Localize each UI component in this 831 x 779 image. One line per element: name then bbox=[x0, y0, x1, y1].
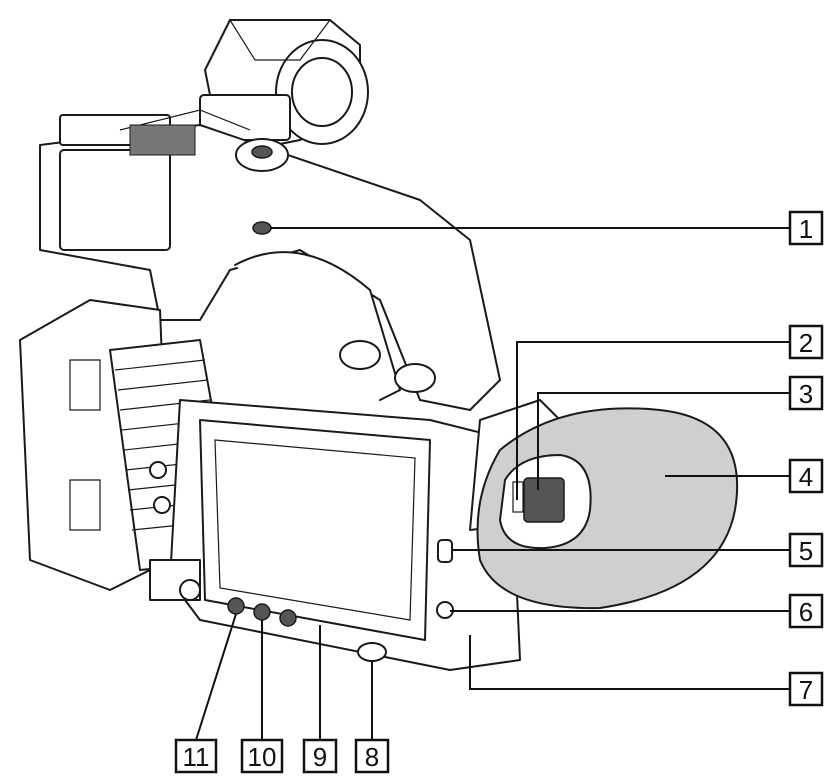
callout-10: 10 bbox=[240, 738, 284, 774]
leader-3 bbox=[537, 392, 790, 490]
camera-body bbox=[149, 399, 521, 671]
callout-11-label: 11 bbox=[183, 742, 210, 772]
leader-7 bbox=[469, 635, 790, 690]
callout-3-label: 3 bbox=[799, 379, 813, 409]
top-handle bbox=[39, 109, 501, 411]
callout-1: 1 bbox=[788, 210, 824, 246]
callout-8: 8 bbox=[354, 738, 390, 774]
callout-9-label: 9 bbox=[313, 742, 327, 772]
callout-6-label: 6 bbox=[799, 597, 813, 627]
camcorder-illustration bbox=[19, 19, 739, 671]
callout-1-label: 1 bbox=[799, 214, 813, 244]
callout-2-label: 2 bbox=[799, 328, 813, 358]
callout-9: 9 bbox=[302, 738, 338, 774]
leader-11 bbox=[195, 613, 237, 741]
leader-2 bbox=[516, 341, 790, 500]
callout-8-label: 8 bbox=[365, 742, 379, 772]
viewfinder bbox=[469, 399, 739, 610]
callout-4-label: 4 bbox=[799, 462, 813, 492]
callout-2: 2 bbox=[788, 324, 824, 360]
callout-4: 4 bbox=[788, 458, 824, 494]
callout-5: 5 bbox=[788, 532, 824, 568]
callout-6: 6 bbox=[788, 593, 824, 629]
callout-7-label: 7 bbox=[799, 675, 813, 705]
callout-3: 3 bbox=[788, 375, 824, 411]
callout-10-label: 10 bbox=[248, 742, 277, 772]
callout-11: 11 bbox=[174, 738, 218, 774]
callout-5-label: 5 bbox=[799, 536, 813, 566]
callout-labels: 1 2 3 4 5 6 7 8 bbox=[174, 210, 824, 774]
leader-lines bbox=[195, 227, 790, 741]
callout-7: 7 bbox=[788, 671, 824, 707]
